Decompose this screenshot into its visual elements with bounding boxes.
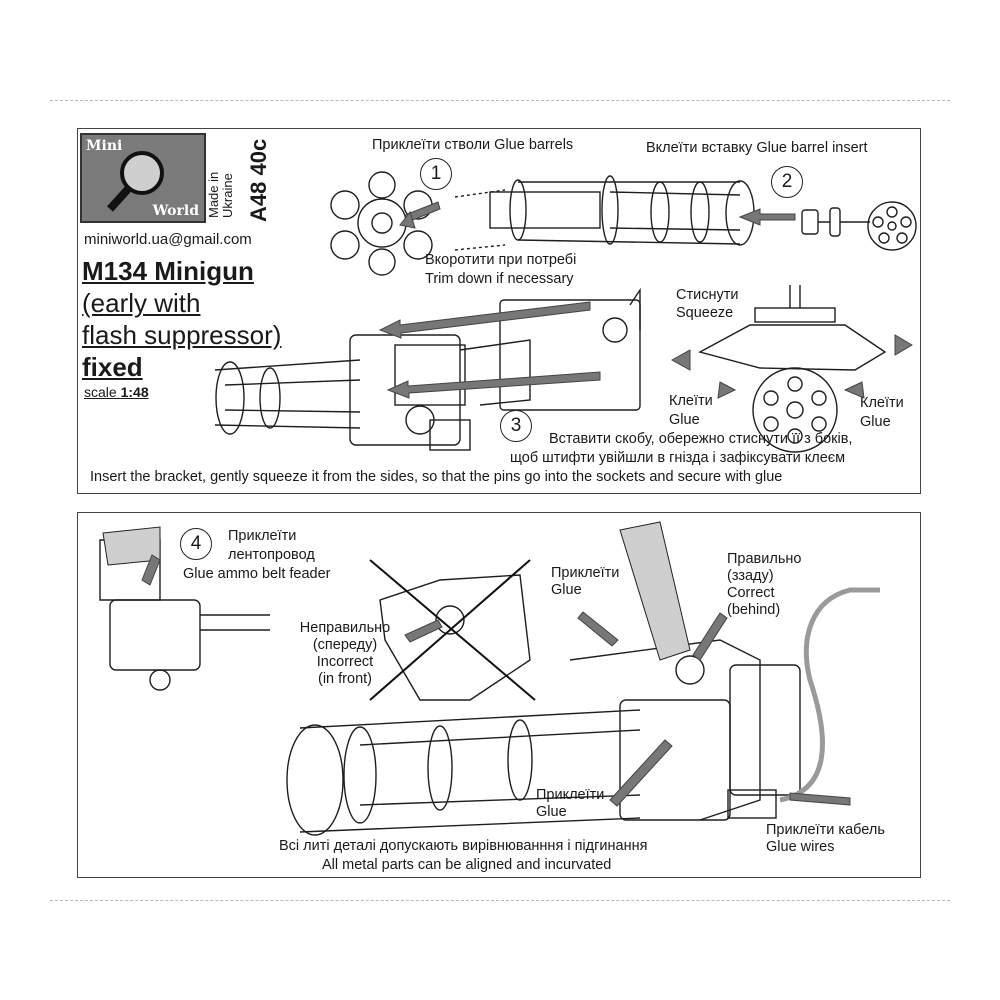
step3-squeeze-ua: Стиснути [676,287,739,303]
bottom-dotted-rule [50,900,950,901]
glue-mid-label: Приклеїти Glue [536,787,604,821]
step1-number: 1 [420,158,452,190]
product-title: M134 Minigun [82,256,254,286]
product-code: A48 40c [246,138,271,222]
wires-label: Приклеїти кабель Glue wires [766,822,885,856]
scale-value: 1:48 [120,384,149,400]
logo-text-world: World [152,203,199,219]
glue-top-label: Приклеїти Glue [551,565,619,599]
step3-text-ua-2: щоб штифти увійшли в гнізда і зафіксуват… [510,450,846,466]
incorrect-bracket-drawing [379,574,531,701]
step3-glue-right-ua: Клеїти [860,395,904,411]
step2-label: Вклеїти вставку Glue barrel insert [646,140,868,156]
glue-top-line-2: Glue [551,582,582,598]
step3-glue-left-en: Glue [669,412,700,428]
correct-line-3: Correct [727,585,775,601]
made-in-line-1: Made in [206,171,221,218]
step4-label-ua-2: лентопровод [228,547,315,563]
step3-glue-right-en: Glue [860,414,891,430]
wires-line-2: Glue wires [766,839,835,855]
glue-mid-line-1: Приклеїти [536,787,605,803]
step3-number: 3 [500,410,532,442]
step2-number: 2 [771,166,803,198]
incorrect-line-4: (in front) [318,671,372,687]
correct-line-2: (ззаду) [727,568,774,584]
step3-glue-left-ua: Клеїти [669,393,713,409]
incorrect-cross-icon [369,559,536,701]
product-subtitle-2: flash suppressor) [82,320,282,350]
metal-note-ua: Всі литі деталі допускають вирівнюванння… [279,838,648,854]
glue-top-line-1: Приклеїти [551,565,620,581]
correct-label: Правильно (ззаду) Correct (behind) [727,551,801,619]
incorrect-line-1: Неправильно [299,620,391,636]
logo-text-mini: Mini [86,138,123,154]
squeeze-detail-drawing [698,285,887,453]
step3-text-en: Insert the bracket, gently squeeze it fr… [90,469,783,485]
made-in-line-2: Ukraine [220,173,235,218]
glue-mid-line-2: Glue [536,804,567,820]
magnifier-icon [107,151,164,212]
barrel-insert-drawing [801,201,917,251]
barrel-body-drawing [489,175,755,246]
grey-arrows [141,201,913,807]
step3-gun-drawing [214,287,641,451]
step4-label-ua-1: Приклеїти [228,528,297,544]
scale-label: scale [84,384,117,400]
step1-trim-ua: Вкоротити при потребі [425,252,577,268]
correct-line-1: Правильно [727,551,802,567]
step1-label: Приклеїти стволи Glue barrels [372,137,574,153]
made-in-label: Made in Ukraine [206,171,235,218]
top-dotted-rule [50,100,950,101]
scale-line: scale 1:48 [84,384,149,401]
step3-squeeze-en: Squeeze [676,305,734,321]
wires-line-1: Приклеїти кабель [766,822,885,838]
step4-number: 4 [180,528,212,560]
instruction-panel-bottom [77,512,921,878]
step1-trim-en: Trim down if necessary [425,271,574,287]
email: miniworld.ua@gmail.com [84,231,252,248]
incorrect-line-2: (спереду) [312,637,378,653]
product-subtitle-1: (early with [82,288,201,318]
correct-line-4: (behind) [727,602,781,618]
incorrect-line-3: Incorrect [316,654,374,670]
mini-world-logo: Mini World [80,133,206,223]
step4-label-en: Glue ammo belt feader [183,566,331,582]
step3-text-ua-1: Вставити скобу, обережно стиснути її з б… [549,431,853,447]
product-variant: fixed [82,352,143,382]
metal-note-en: All metal parts can be aligned and incur… [322,857,612,873]
incorrect-label: Неправильно (спереду) Incorrect (in fron… [290,620,400,688]
